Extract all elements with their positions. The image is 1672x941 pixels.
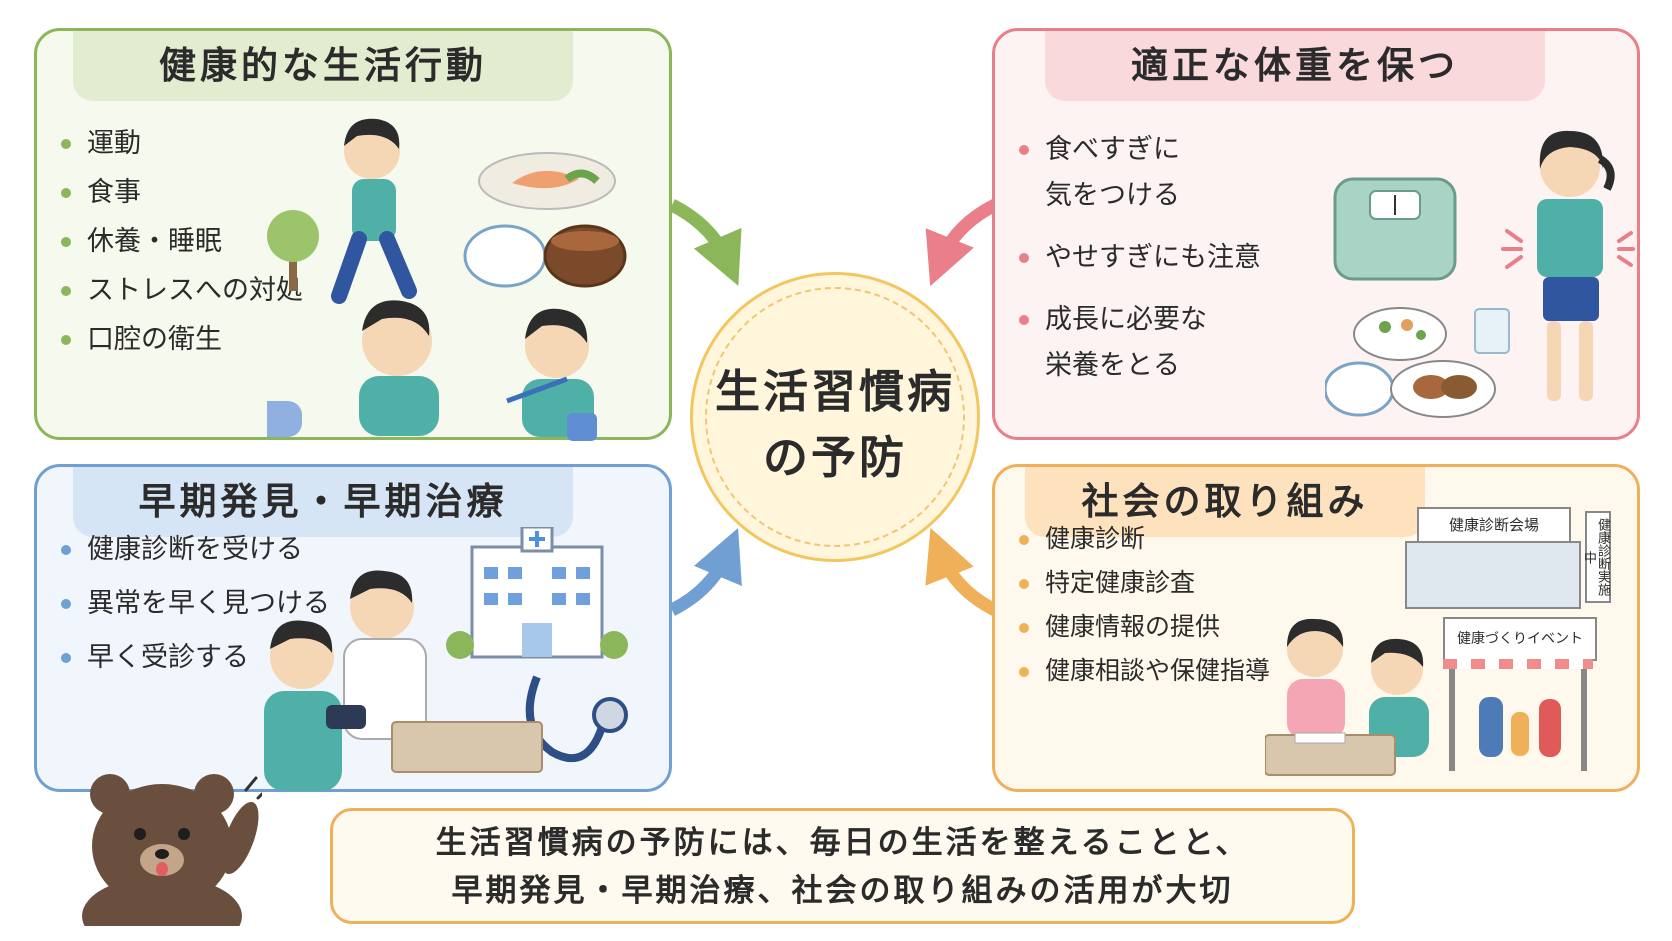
venue-banner: 健康診断実施中 (1581, 511, 1611, 603)
list-item: 運動 (61, 119, 303, 168)
list-item: 成長に必要な 栄養をとる (1019, 297, 1319, 389)
list-item: 早く受診する (61, 631, 330, 685)
consultation-illustration (1265, 618, 1429, 776)
summary-line-1: 生活習慣病の予防には、毎日の生活を整えることと、 (435, 825, 1250, 861)
list-item: 口腔の衛生 (61, 315, 303, 364)
center-title: 生活習慣病 の予防 (714, 365, 955, 484)
list-item: 食事 (61, 168, 303, 217)
event-tent-illustration: 健康づくりイベント (1443, 617, 1597, 777)
event-awning (1443, 659, 1593, 669)
habit-list: 運動 食事 休養・睡眠 ストレスへの対処 口腔の衛生 (61, 119, 303, 364)
panel-healthy-habits: 健康的な生活行動 運動 食事 休養・睡眠 ストレスへの対処 口腔の衛生 (34, 28, 672, 441)
tent-pole (1581, 669, 1587, 771)
runner-illustration (267, 118, 627, 441)
arrow-orange (925, 527, 999, 616)
early-list: 健康診断を受ける 異常を早く見つける 早く受診する (61, 523, 330, 685)
venue-sign: 健康診断会場 (1417, 507, 1571, 543)
summary-box: 生活習慣病の予防には、毎日の生活を整えることと、 早期発見・早期治療、社会の取り… (330, 808, 1355, 924)
panel-title: 適正な体重を保つ (1045, 31, 1545, 101)
list-item: 健康診断 (1019, 517, 1270, 561)
center-dashed-ring (705, 287, 965, 547)
scale-illustration (1325, 130, 1635, 418)
venue-illustration: 健康診断会場 健康診断実施中 (1395, 507, 1623, 609)
arrow-blue (668, 528, 742, 616)
list-item: 異常を早く見つける (61, 577, 330, 631)
list-item: 健康情報の提供 (1019, 605, 1270, 649)
panel-society: 社会の取り組み 健康診断 特定健康診査 健康情報の提供 健康相談や保健指導 健康… (992, 464, 1640, 792)
list-item: 健康診断を受ける (61, 523, 330, 577)
event-person (1511, 712, 1529, 756)
center-topic: 生活習慣病 の予防 (690, 272, 980, 562)
list-item: 休養・睡眠 (61, 217, 303, 266)
summary-line-2: 早期発見・早期治療、社会の取り組みの活用が大切 (451, 873, 1234, 909)
list-item: ストレスへの対処 (61, 266, 303, 315)
panel-weight: 適正な体重を保つ 食べすぎに 気をつける やせすぎにも注意 成長に必要な 栄養を… (992, 28, 1640, 440)
list-item: やせすぎにも注意 (1019, 235, 1319, 281)
panel-early-detection: 早期発見・早期治療 健康診断を受ける 異常を早く見つける 早く受診する (34, 464, 672, 792)
society-list: 健康診断 特定健康診査 健康情報の提供 健康相談や保健指導 (1019, 517, 1270, 693)
panel-title: 社会の取り組み (1025, 467, 1425, 537)
event-sign: 健康づくりイベント (1443, 617, 1597, 661)
list-item: 特定健康診査 (1019, 561, 1270, 605)
list-item: 健康相談や保健指導 (1019, 649, 1270, 693)
hospital-illustration (264, 527, 628, 791)
event-person (1539, 699, 1561, 757)
arrow-green (669, 199, 742, 286)
tent-pole (1449, 669, 1455, 771)
panel-title: 早期発見・早期治療 (73, 467, 573, 537)
weight-list: 食べすぎに 気をつける やせすぎにも注意 成長に必要な 栄養をとる (1019, 127, 1319, 405)
venue-building (1405, 541, 1581, 609)
panel-title: 健康的な生活行動 (73, 31, 573, 101)
event-person (1479, 697, 1503, 757)
list-item: 食べすぎに 気をつける (1019, 127, 1319, 219)
arrow-pink (925, 199, 999, 287)
bear-mascot (82, 774, 262, 926)
